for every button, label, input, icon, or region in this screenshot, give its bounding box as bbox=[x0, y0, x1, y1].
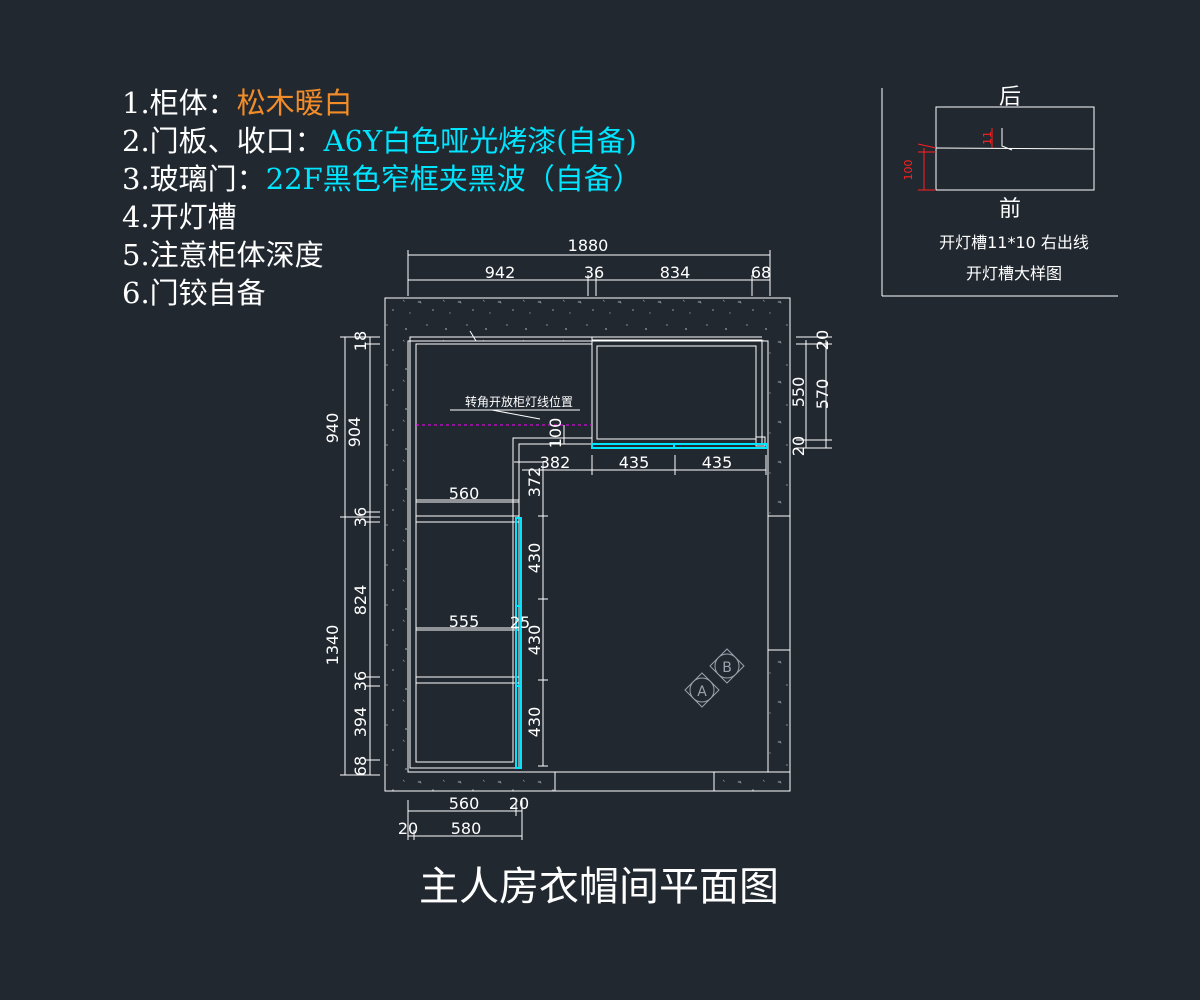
marker-a-label: A bbox=[697, 684, 707, 700]
cabinet-doors bbox=[515, 443, 768, 769]
dim-left-outer-2: 1340 bbox=[323, 625, 342, 666]
note-1: 1.柜体：松木暖白 bbox=[122, 86, 353, 120]
note-3-value: 22F黑色窄框夹黑波（自备） bbox=[266, 162, 642, 196]
dim-top-2: 36 bbox=[584, 263, 604, 282]
walls bbox=[384, 297, 791, 792]
dim-door-2: 430 bbox=[525, 625, 544, 656]
dimension-lines bbox=[340, 250, 832, 840]
note-3-prefix: 3.玻璃门： bbox=[122, 162, 266, 196]
dim-bottom-1b: 20 bbox=[509, 794, 529, 813]
detail-bottom-label: 前 bbox=[999, 197, 1021, 222]
dim-bottom-2a: 20 bbox=[398, 819, 418, 838]
dim-left-inner-3: 36 bbox=[351, 507, 370, 527]
dim-left-inner-5: 36 bbox=[351, 671, 370, 691]
note-3: 3.玻璃门：22F黑色窄框夹黑波（自备） bbox=[122, 162, 642, 196]
note-4: 4.开灯槽 bbox=[122, 200, 237, 234]
cabinets bbox=[409, 336, 766, 769]
dim-upper-3: 435 bbox=[702, 453, 733, 472]
dim-left-inner-2: 904 bbox=[345, 417, 364, 448]
dim-shelf-2: 555 bbox=[449, 612, 480, 631]
dim-door-3: 430 bbox=[525, 707, 544, 738]
note-1-prefix: 1.柜体： bbox=[122, 86, 237, 120]
dim-right-2: 550 bbox=[789, 377, 808, 408]
dim-right-4: 20 bbox=[789, 436, 808, 456]
detail-caption-2: 开灯槽大样图 bbox=[966, 264, 1062, 283]
note-6: 6.门铰自备 bbox=[122, 276, 266, 310]
dim-top-3: 834 bbox=[660, 263, 691, 282]
detail-caption-1: 开灯槽11*10 右出线 bbox=[939, 233, 1089, 252]
dim-top-4: 68 bbox=[751, 263, 771, 282]
dim-upper-1: 382 bbox=[540, 453, 571, 472]
dim-25: 25 bbox=[510, 613, 530, 632]
dimension-texts: 1880 942 36 834 68 20 550 570 20 940 134… bbox=[323, 236, 832, 838]
light-line-label: 转角开放柜灯线位置 bbox=[465, 394, 573, 409]
dim-shelf-1: 560 bbox=[449, 484, 480, 503]
dim-right-1: 20 bbox=[813, 330, 832, 350]
view-marker-a: A bbox=[684, 672, 720, 708]
notes-list: 1.柜体：松木暖白 2.门板、收口：A6Y白色哑光烤漆(自备) 3.玻璃门：22… bbox=[122, 86, 642, 310]
view-marker-b: B bbox=[709, 648, 745, 684]
dim-light-offset: 100 bbox=[546, 418, 565, 449]
dim-top-1: 942 bbox=[485, 263, 516, 282]
detail-dim-100: 100 bbox=[902, 160, 915, 181]
detail-dim-11: 11 bbox=[981, 131, 994, 145]
note-2-value: A6Y白色哑光烤漆(自备) bbox=[323, 124, 637, 158]
note-5: 5.注意柜体深度 bbox=[122, 238, 324, 272]
dim-right-3: 570 bbox=[813, 379, 832, 410]
dim-left-inner-6: 394 bbox=[351, 707, 370, 738]
marker-b-label: B bbox=[722, 660, 732, 676]
dim-overall-width: 1880 bbox=[568, 236, 609, 255]
note-2: 2.门板、收口：A6Y白色哑光烤漆(自备) bbox=[122, 124, 637, 158]
dim-bottom-1a: 560 bbox=[449, 794, 480, 813]
dim-door-1: 430 bbox=[525, 543, 544, 574]
dim-left-inner-7: 68 bbox=[351, 756, 370, 776]
dim-left-inner-1: 18 bbox=[351, 331, 370, 351]
light-line-leader bbox=[491, 409, 541, 420]
dim-left-outer-1: 940 bbox=[323, 413, 342, 444]
dim-upper-2: 435 bbox=[619, 453, 650, 472]
note-1-value: 松木暖白 bbox=[237, 86, 353, 120]
detail-top-label: 后 bbox=[999, 85, 1021, 110]
drawing-title: 主人房衣帽间平面图 bbox=[419, 864, 779, 910]
note-2-prefix: 2.门板、收口： bbox=[122, 124, 324, 158]
light-groove-detail bbox=[881, 88, 1118, 297]
dim-left-inner-4: 824 bbox=[351, 585, 370, 616]
dim-bottom-2b: 580 bbox=[451, 819, 482, 838]
dim-372: 372 bbox=[525, 467, 544, 498]
